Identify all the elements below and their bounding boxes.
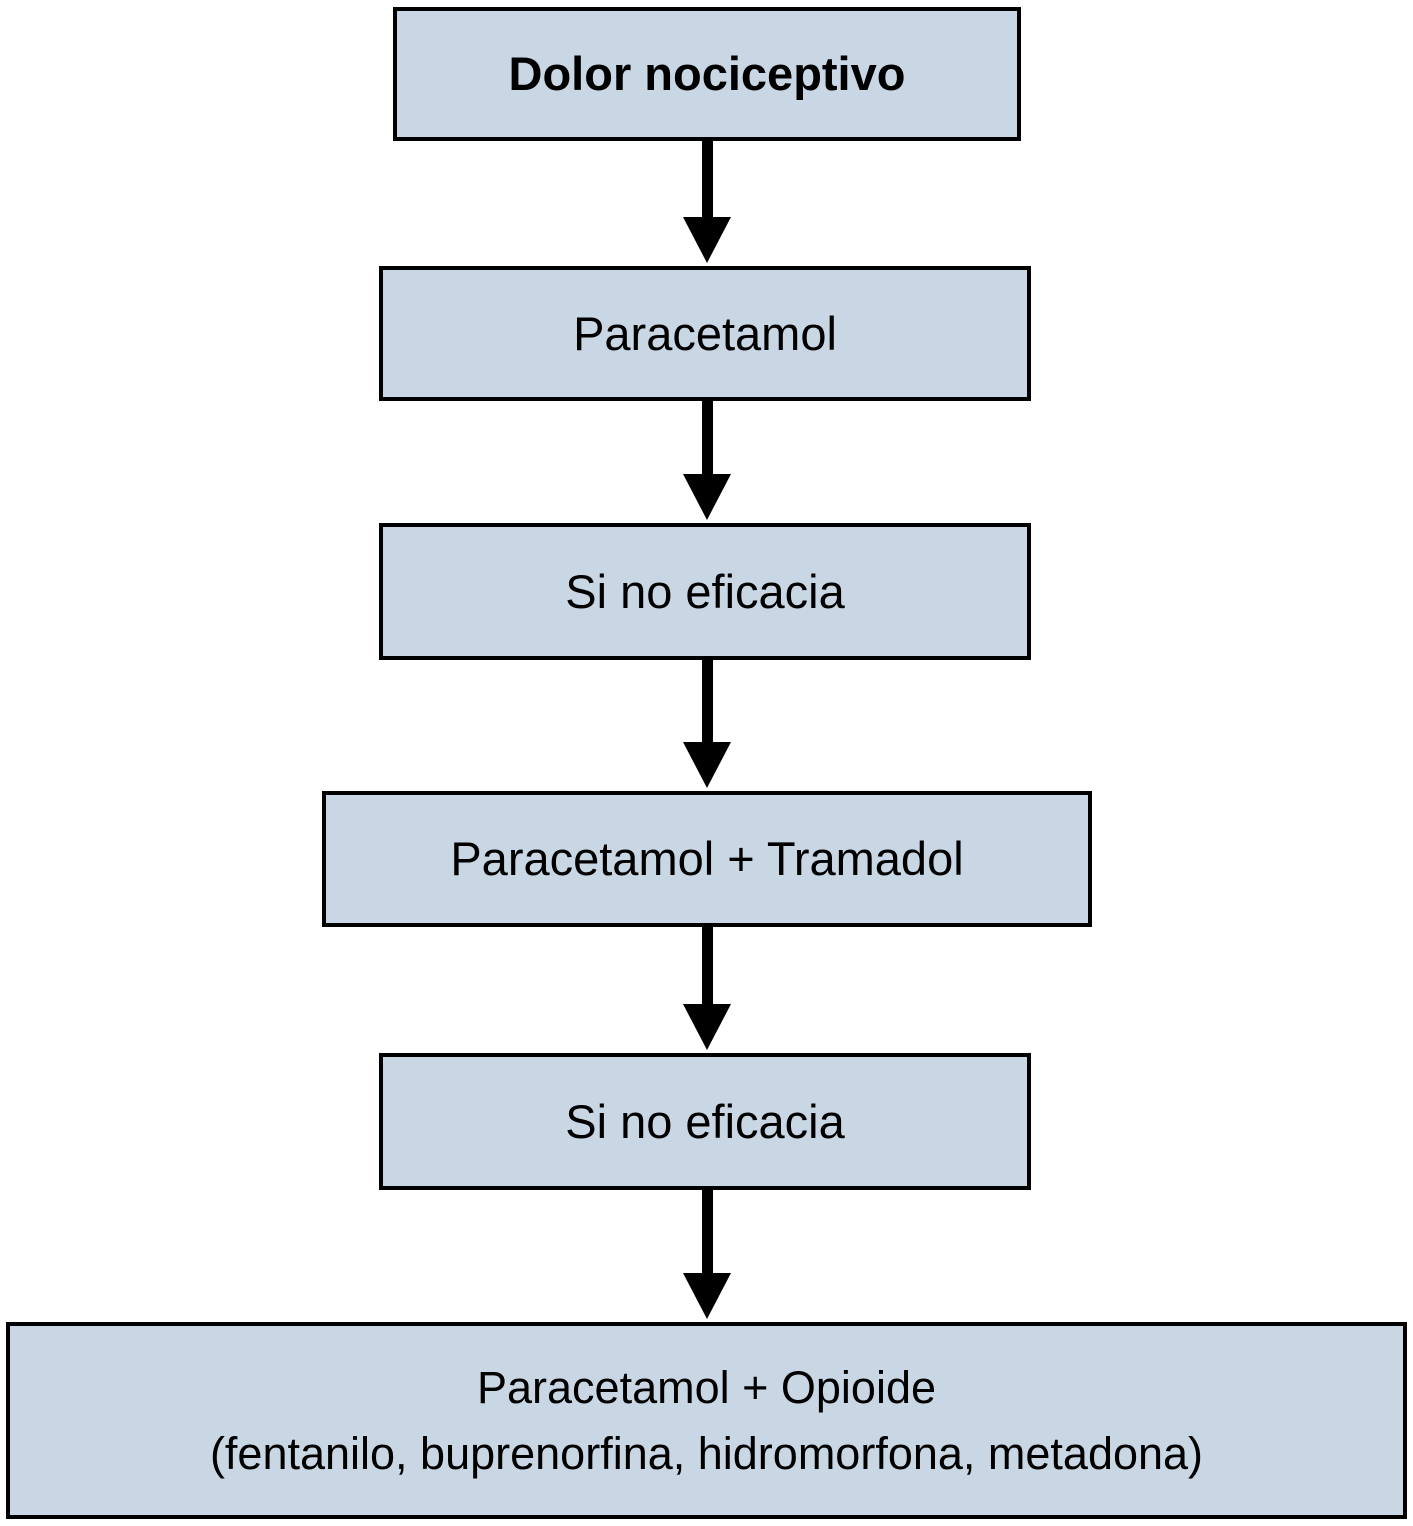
- flow-node-label-line1: Paracetamol + Opioide: [476, 1362, 936, 1414]
- flow-node-paracetamol-opioide: Paracetamol + Opioide (fentanilo, bupren…: [6, 1322, 1407, 1519]
- flow-node-si-no-eficacia-1: Si no eficacia: [379, 523, 1031, 660]
- flow-node-label: Paracetamol: [573, 306, 837, 360]
- flow-node-paracetamol-tramadol: Paracetamol + Tramadol: [322, 791, 1092, 927]
- arrow-head-icon: [683, 217, 731, 263]
- flow-node-label: Dolor nociceptivo: [508, 47, 906, 101]
- arrow-head-icon: [683, 474, 731, 520]
- flow-node-label: Paracetamol + Tramadol: [450, 832, 964, 886]
- flow-node-label-line2: (fentanilo, buprenorfina, hidromorfona, …: [209, 1427, 1204, 1479]
- down-arrow: [683, 1190, 731, 1319]
- flow-node-si-no-eficacia-2: Si no eficacia: [379, 1053, 1031, 1190]
- down-arrow: [683, 660, 731, 788]
- arrow-head-icon: [683, 742, 731, 788]
- flow-node-dolor-nociceptivo: Dolor nociceptivo: [393, 7, 1021, 141]
- arrow-head-icon: [683, 1273, 731, 1319]
- arrow-stem: [701, 927, 713, 1004]
- flow-node-label: Si no eficacia: [565, 564, 845, 618]
- down-arrow: [683, 927, 731, 1050]
- flow-node-label: Si no eficacia: [565, 1094, 845, 1148]
- arrow-head-icon: [683, 1004, 731, 1050]
- arrow-stem: [701, 1190, 713, 1273]
- down-arrow: [683, 401, 731, 520]
- flow-node-paracetamol: Paracetamol: [379, 266, 1031, 401]
- arrow-stem: [701, 141, 713, 217]
- arrow-stem: [701, 660, 713, 742]
- down-arrow: [683, 141, 731, 263]
- arrow-stem: [701, 401, 713, 474]
